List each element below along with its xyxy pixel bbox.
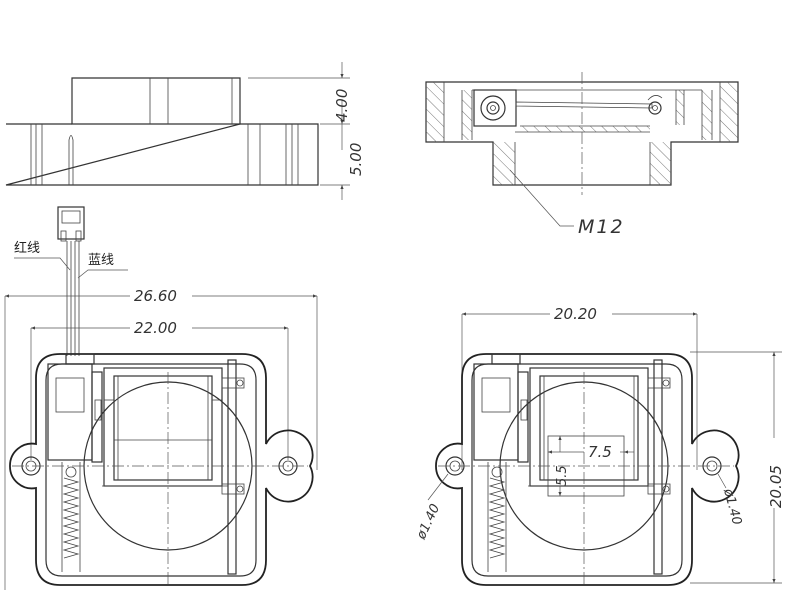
thread-label: M12 — [578, 216, 625, 238]
side-view-base — [5, 123, 319, 186]
dim-side-top-height: 4.00 — [333, 89, 351, 122]
front-view-left: 红线 蓝线 26.60 22.00 — [4, 206, 318, 590]
side-view: 4.00 5.00 — [5, 62, 365, 200]
section-hatch-thread-left — [493, 142, 515, 185]
spring — [61, 462, 81, 572]
front-view-right: 20.20 20.05 — [414, 305, 785, 586]
dim-body-width: 20.20 — [554, 305, 597, 323]
section-hatch-left-wall — [426, 82, 444, 142]
dim-aperture-height: 5.5 — [555, 465, 570, 486]
section-view: M12 — [425, 72, 739, 238]
side-view-upper-block — [71, 77, 241, 125]
wires — [66, 241, 80, 356]
side-view-pin — [68, 135, 74, 185]
dim-overall-width: 26.60 — [134, 287, 177, 305]
connector — [57, 206, 85, 242]
dim-aperture-width: 7.5 — [588, 443, 612, 461]
section-hatch-right-wall — [720, 82, 738, 142]
left-body-outline — [9, 353, 314, 586]
dim-hole-right: ø1.40 — [720, 486, 744, 526]
dim-side-base-height: 5.00 — [347, 143, 365, 176]
section-hatch-thread-right — [650, 142, 671, 185]
dim-body-height: 20.05 — [767, 465, 785, 508]
dim-hole-left: ø1.40 — [414, 502, 444, 543]
red-wire-label: 红线 — [14, 240, 40, 256]
right-body-outline — [435, 353, 740, 586]
dim-mount-hole-spacing: 22.00 — [134, 319, 177, 337]
shutter-frame — [103, 367, 223, 487]
guide-rail — [227, 359, 237, 575]
blue-wire-label: 蓝线 — [88, 253, 114, 268]
